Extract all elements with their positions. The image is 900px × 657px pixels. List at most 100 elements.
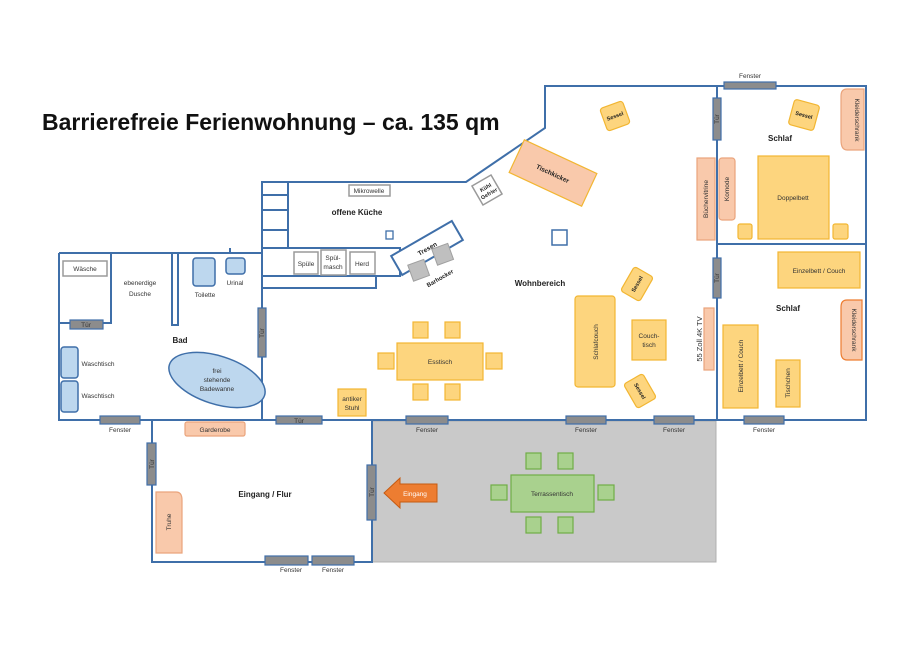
door-label: Tür bbox=[714, 272, 721, 283]
herd-label: Herd bbox=[355, 261, 369, 268]
sessel-label: Sessel bbox=[606, 111, 625, 123]
kuehl-label: Kühl bbox=[479, 182, 493, 194]
eingang-label: Eingang bbox=[403, 491, 427, 498]
badewanne bbox=[168, 351, 266, 409]
barhocker-label: Barhocker bbox=[426, 269, 455, 289]
window-label: Fenster bbox=[753, 427, 776, 434]
couchtisch-label: Couch- bbox=[639, 333, 660, 340]
door-waesche[interactable] bbox=[69, 319, 104, 330]
mikrowelle-label: Mikrowelle bbox=[354, 188, 385, 195]
barhocker-1 bbox=[407, 258, 431, 282]
terrace-chair bbox=[490, 484, 508, 501]
kleiderschrank-label: Kleiderschrank bbox=[853, 99, 860, 143]
spuelmasch-label: Spül- bbox=[325, 255, 340, 262]
window-schlaf-2 bbox=[743, 415, 785, 425]
terrace-chair bbox=[525, 452, 542, 470]
tischchen-label: Tischchen bbox=[785, 368, 792, 398]
sessel-wohn-1: Sessel bbox=[599, 100, 631, 132]
door-flur-kueche[interactable] bbox=[275, 415, 323, 425]
door-label: Tür bbox=[149, 458, 156, 469]
esstisch bbox=[396, 342, 484, 381]
tischkicker: Tischkicker bbox=[508, 138, 598, 208]
door-bad[interactable] bbox=[257, 307, 267, 358]
chair bbox=[444, 321, 461, 339]
window-label: Fenster bbox=[322, 567, 345, 574]
truhe-label: Truhe bbox=[166, 513, 173, 530]
stuhl-label: antiker bbox=[342, 396, 362, 403]
waesche-label: Wäsche bbox=[73, 266, 97, 273]
window-label: Fenster bbox=[663, 427, 686, 434]
truhe bbox=[155, 491, 183, 554]
stuhl-label-2: Stuhl bbox=[345, 405, 360, 412]
tischchen bbox=[775, 359, 801, 408]
room-wohnbereich: Wohnbereich bbox=[515, 279, 566, 288]
chair bbox=[412, 321, 429, 339]
doppelbett bbox=[757, 155, 830, 240]
wanne-label-3: Badewanne bbox=[200, 386, 235, 393]
window-label: Fenster bbox=[739, 73, 762, 80]
dusche-label-2: Dusche bbox=[129, 291, 151, 298]
window-label: Fenster bbox=[280, 567, 303, 574]
waschtisch-1 bbox=[60, 346, 79, 379]
couchtisch bbox=[631, 319, 667, 361]
door-schlaf-1[interactable] bbox=[712, 97, 722, 141]
spuelmasch-label-2: masch bbox=[323, 264, 343, 271]
window-wohn-2 bbox=[565, 415, 607, 425]
room-kueche: offene Küche bbox=[332, 208, 383, 217]
tv-label: 55 Zoll 4K TV bbox=[695, 316, 704, 361]
chair bbox=[377, 352, 395, 370]
door-label: Tür bbox=[369, 486, 376, 497]
herd bbox=[349, 251, 376, 275]
spuelmaschine bbox=[320, 249, 347, 276]
waschtisch-2 bbox=[60, 380, 79, 413]
chair bbox=[444, 383, 461, 401]
door-schlaf-2[interactable] bbox=[712, 257, 722, 299]
kleiderschrank-2 bbox=[840, 299, 863, 361]
couchtisch-label-2: tisch bbox=[642, 342, 656, 349]
komode bbox=[718, 157, 736, 221]
column-small bbox=[385, 230, 394, 240]
room-schlaf-1: Schlaf bbox=[768, 134, 792, 143]
door-label: Tür bbox=[259, 327, 266, 338]
waschtisch-label-2: Waschtisch bbox=[82, 393, 115, 400]
terrace-chair bbox=[557, 452, 574, 470]
spuele bbox=[293, 251, 319, 275]
window-wohn-1 bbox=[405, 415, 449, 425]
toilette bbox=[192, 257, 216, 287]
window-label: Fenster bbox=[416, 427, 439, 434]
kleiderschrank-label: Kleiderschrank bbox=[850, 309, 857, 353]
mikrowelle bbox=[348, 184, 391, 197]
eingang-arrow-icon bbox=[383, 476, 438, 510]
plan-title: Barrierefreie Ferienwohnung – ca. 135 qm bbox=[42, 109, 500, 135]
column bbox=[551, 229, 568, 246]
window-label: Fenster bbox=[109, 427, 132, 434]
einzelbett-2 bbox=[722, 324, 759, 409]
spuele-label: Spüle bbox=[298, 261, 315, 268]
window-flur-2 bbox=[311, 555, 355, 566]
window-schlaf-1 bbox=[723, 81, 777, 90]
dusche-label: ebenerdige bbox=[124, 280, 157, 287]
kuehl-gefrier: Kühl Gefrier bbox=[470, 173, 504, 207]
wanne-label: frei bbox=[212, 368, 221, 375]
room-schlaf-2: Schlaf bbox=[776, 304, 800, 313]
antiker-stuhl bbox=[337, 388, 367, 417]
garderobe bbox=[184, 421, 246, 437]
window-wohn-3 bbox=[653, 415, 695, 425]
buechervitrine-label: Büchervitrine bbox=[703, 180, 710, 218]
nachttisch-1 bbox=[737, 223, 753, 240]
sessel-label: Sessel bbox=[795, 111, 814, 121]
kleiderschrank-1 bbox=[840, 88, 865, 151]
waesche-appliance bbox=[62, 260, 108, 277]
einzelbett-label: Einzelbett / Couch bbox=[793, 268, 846, 275]
window-flur-1 bbox=[264, 555, 309, 566]
door-eingang[interactable] bbox=[366, 464, 377, 521]
sessel-wohn-2: Sessel bbox=[620, 266, 654, 302]
waschtisch-label: Waschtisch bbox=[82, 361, 115, 368]
room-bad: Bad bbox=[172, 336, 187, 345]
door-flur-bad[interactable] bbox=[146, 442, 157, 486]
komode-label: Komode bbox=[724, 177, 731, 202]
sessel-schlaf: Sessel bbox=[788, 99, 820, 131]
tv bbox=[703, 307, 715, 371]
terrassentisch-label: Terrassentisch bbox=[531, 491, 573, 498]
